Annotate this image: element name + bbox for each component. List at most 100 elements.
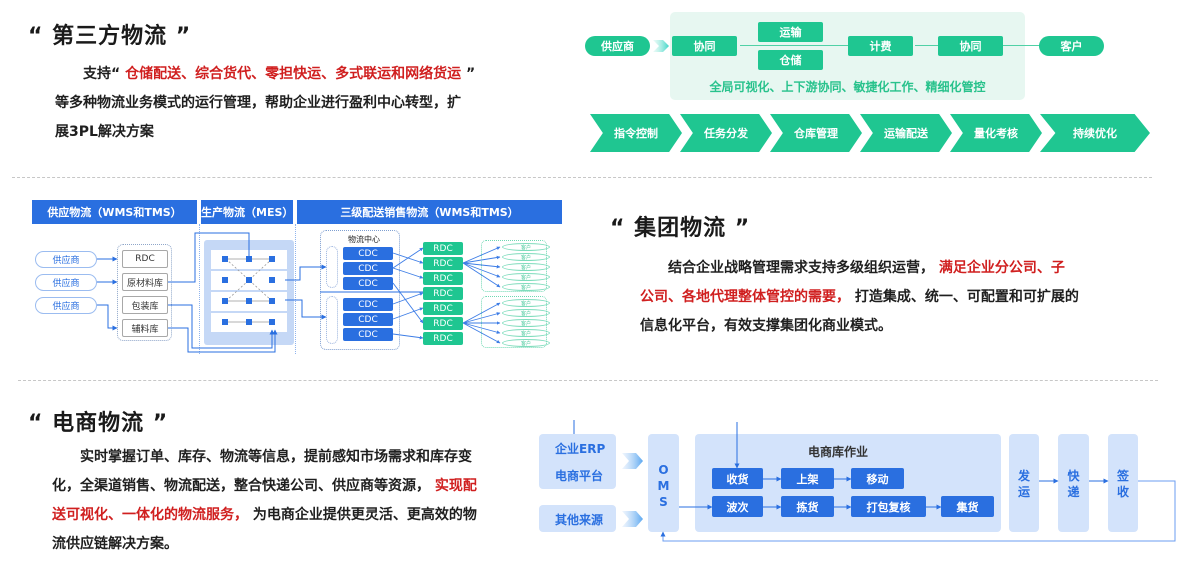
cdc-node: CDC — [343, 328, 393, 341]
highlight-text: 公司、各地代理整体管控的需要， — [640, 289, 850, 305]
supplier-pill: 供应商 — [35, 274, 97, 291]
third-party-line-2: 等多种物流业务模式的运行管理，帮助企业进行盈利中心转型，扩 — [55, 95, 461, 111]
section-title-ecommerce: “ 电商物流 ” — [28, 411, 169, 436]
op-move: 移动 — [851, 468, 904, 489]
rdc-node: RDC — [423, 287, 463, 300]
op-putaway: 上架 — [781, 468, 834, 489]
production-line — [211, 250, 287, 269]
node-customer: 客户 — [1039, 36, 1104, 56]
text-tail: 为电商企业提供更灵活、更高效的物 — [248, 507, 477, 523]
text-lead: 支持“ — [83, 66, 126, 82]
group-line-1: 结合企业战略管理需求支持多级组织运营， 满足企业分公司、子 — [640, 254, 1160, 283]
node-warehousing: 仓储 — [758, 50, 823, 70]
step-task-dispatch: 任务分发 — [680, 114, 772, 152]
source-box-erp-platform — [539, 434, 616, 489]
connector-line — [740, 45, 850, 46]
flow-arrow-icon — [622, 511, 643, 527]
customer-node: 客户 — [502, 299, 550, 307]
op-consolidate: 集货 — [941, 496, 994, 517]
cdc-node: CDC — [343, 247, 393, 260]
warehouse-group — [117, 244, 172, 341]
node-billing: 计费 — [848, 36, 913, 56]
text-lead: 结合企业战略管理需求支持多级组织运营， — [668, 260, 934, 276]
customer-node: 客户 — [502, 253, 550, 261]
warehouse-ops-title: 电商库作业 — [808, 445, 869, 459]
customer-node: 客户 — [502, 319, 550, 327]
rdc-node: RDC — [423, 272, 463, 285]
highlight-text: 满足企业分公司、子 — [934, 260, 1065, 276]
connector-line — [915, 45, 940, 46]
customer-node: 客户 — [502, 339, 550, 347]
customer-node: 客户 — [502, 309, 550, 317]
node-coordination-2: 协同 — [938, 36, 1003, 56]
text-lead: 实时掌握订单、库存、物流等信息，提前感知市场需求和库存变 — [80, 449, 472, 465]
section-title-third-party: “ 第三方物流 ” — [28, 24, 192, 49]
source-other: 其他来源 — [555, 513, 604, 527]
rdc-node: RDC — [423, 317, 463, 330]
rdc-node: RDC — [423, 302, 463, 315]
customer-node: 客户 — [502, 273, 550, 281]
text-tail: 打造集成、统一、可配置和可扩展的 — [850, 289, 1079, 305]
panel-caption: 全局可视化、上下游协同、敏捷化工作、精细化管控 — [709, 80, 986, 94]
flow-arrow-icon — [622, 453, 643, 469]
third-party-line-3: 展3PL解决方案 — [55, 124, 154, 140]
step-command-control: 指令控制 — [590, 114, 682, 152]
customer-node: 客户 — [502, 243, 550, 251]
rdc-node: RDC — [423, 242, 463, 255]
header-production-logistics: 生产物流（MES） — [201, 200, 293, 224]
third-party-line-1: 支持“ 仓储配送、综合货代、零担快运、多式联运和网络货运 ” — [55, 60, 525, 89]
supplier-pill: 供应商 — [35, 297, 97, 314]
step-warehouse-mgmt: 仓库管理 — [770, 114, 862, 152]
inbound-slot — [326, 296, 338, 344]
highlight-text: 送可视化、一体化的物流服务， — [52, 507, 248, 523]
ecommerce-line-2: 化，全渠道销售、物流配送，整合快递公司、供应商等资源， 实现配 — [52, 472, 532, 501]
ecommerce-line-1: 实时掌握订单、库存、物流等信息，提前感知市场需求和库存变 — [52, 443, 532, 472]
ecommerce-description: 实时掌握订单、库存、物流等信息，提前感知市场需求和库存变 化，全渠道销售、物流配… — [52, 443, 532, 559]
section-title-group: “ 集团物流 ” — [610, 216, 751, 241]
flow-arrow-icon — [653, 40, 669, 52]
customer-node: 客户 — [502, 263, 550, 271]
stage-express: 快 递 — [1067, 469, 1080, 499]
header-supply-logistics: 供应物流（WMS和TMS） — [32, 200, 197, 224]
section-divider — [12, 177, 1152, 178]
source-box-other — [539, 505, 616, 532]
inbound-slot — [326, 246, 338, 288]
group-line-2: 公司、各地代理整体管控的需要， 打造集成、统一、可配置和可扩展的 — [640, 283, 1160, 312]
connector-line — [97, 304, 118, 331]
production-line — [211, 313, 287, 332]
production-line — [211, 271, 287, 290]
node-coordination-1: 协同 — [672, 36, 737, 56]
rdc-node: RDC — [423, 332, 463, 345]
group-description: 结合企业战略管理需求支持多级组织运营， 满足企业分公司、子 公司、各地代理整体管… — [640, 254, 1160, 341]
stage-sign: 签 收 — [1116, 469, 1129, 499]
process-steps: 指令控制 任务分发 仓库管理 运输配送 量化考核 持续优化 — [590, 114, 1160, 152]
step-continuous-optimization: 持续优化 — [1040, 114, 1150, 152]
text-lead: 化，全渠道销售、物流配送，整合快递公司、供应商等资源， — [52, 478, 430, 494]
stage-dispatch: 发 运 — [1017, 469, 1030, 499]
cdc-node: CDC — [343, 298, 393, 311]
customer-node: 客户 — [502, 283, 550, 291]
logistics-center-title: 物流中心 — [348, 235, 380, 244]
section-divider — [18, 380, 1158, 381]
group-line-3: 信息化平台，有效支撑集团化商业模式。 — [640, 318, 892, 334]
header-distribution-logistics: 三级配送销售物流（WMS和TMS） — [297, 200, 562, 224]
cdc-node: CDC — [343, 277, 393, 290]
op-pack-check: 打包复核 — [851, 496, 926, 517]
column-separator — [295, 224, 296, 354]
ecommerce-line-3: 送可视化、一体化的物流服务， 为电商企业提供更灵活、更高效的物 — [52, 501, 532, 530]
ecommerce-line-4: 流供应链解决方案。 — [52, 536, 178, 552]
step-transport-delivery: 运输配送 — [860, 114, 952, 152]
rdc-node: RDC — [423, 257, 463, 270]
column-separator — [199, 224, 200, 354]
production-line — [211, 292, 287, 311]
op-picking: 拣货 — [781, 496, 834, 517]
highlight-text: 实现配 — [430, 478, 477, 494]
op-receive: 收货 — [712, 468, 763, 489]
supplier-pill: 供应商 — [35, 251, 97, 268]
warehouse-rdc: RDC — [122, 250, 168, 268]
source-erp: 企业ERP — [555, 442, 606, 456]
node-transport: 运输 — [758, 22, 823, 42]
cdc-node: CDC — [343, 313, 393, 326]
node-supplier: 供应商 — [585, 36, 650, 56]
highlight-text: 仓储配送、综合货代、零担快运、多式联运和网络货运 — [125, 66, 462, 82]
